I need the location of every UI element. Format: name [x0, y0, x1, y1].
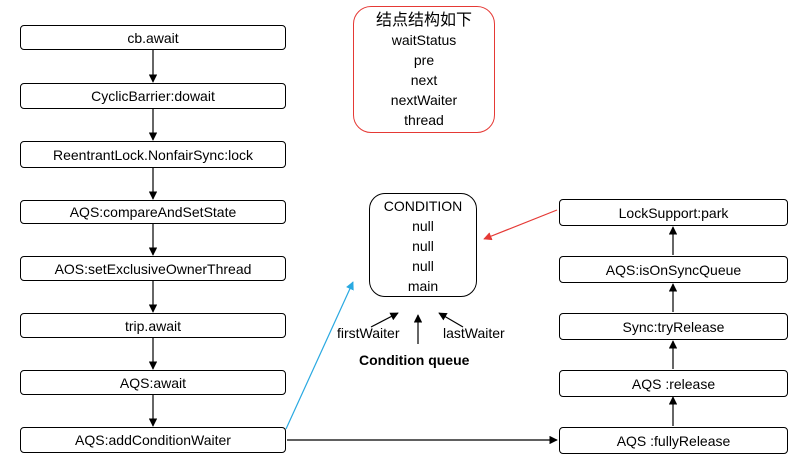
arrow-addconditionwaiter-to-condition-queue [285, 281, 354, 430]
step-aqs-compareandsetstate: AQS:compareAndSetState [20, 200, 286, 224]
condition-entry-null-3: null [412, 258, 434, 274]
arrow-condition-queue-caption-pointer [438, 312, 464, 328]
condition-queue-caption: Condition queue [359, 352, 470, 368]
step-sync-tryrelease: Sync:tryRelease [559, 313, 788, 340]
first-waiter-label: firstWaiter [337, 325, 400, 341]
condition-entry-condition: CONDITION [383, 198, 463, 214]
step-cb-await: cb.await [20, 25, 286, 50]
node-field-next: next [410, 71, 438, 88]
node-structure-title: 结点结构如下 [375, 9, 472, 29]
node-field-thread: thread [404, 111, 444, 128]
node-field-pre: pre [413, 51, 435, 68]
condition-entry-null-2: null [412, 238, 434, 254]
step-reentrantlock-lock: ReentrantLock.NonfairSync:lock [20, 141, 286, 168]
node-structure-box: 结点结构如下 waitStatus pre next nextWaiter th… [353, 6, 495, 133]
step-aqs-fullyrelease: AQS :fullyRelease [559, 427, 788, 454]
condition-entry-main: main [407, 278, 439, 294]
step-aqs-addconditionwaiter: AQS:addConditionWaiter [20, 427, 286, 453]
step-cyclicbarrier-dowait: CyclicBarrier:dowait [20, 83, 286, 109]
arrow-firstwaiter-pointer [370, 312, 399, 328]
step-aos-setexclusiveownerthread: AOS:setExclusiveOwnerThread [20, 256, 286, 281]
step-aqs-isonsyncqueue: AQS:isOnSyncQueue [559, 256, 788, 283]
node-field-waitstatus: waitStatus [391, 31, 457, 48]
step-trip-await: trip.await [20, 313, 286, 338]
last-waiter-label: lastWaiter [443, 325, 505, 341]
condition-queue-node: CONDITION null null null main [369, 193, 477, 297]
condition-entry-null-1: null [412, 218, 434, 234]
step-aqs-await: AQS:await [20, 370, 286, 395]
node-field-nextwaiter: nextWaiter [390, 91, 458, 108]
arrow-park-to-condition-queue [483, 209, 558, 241]
step-locksupport-park: LockSupport:park [559, 199, 788, 226]
step-aqs-release: AQS :release [559, 370, 788, 397]
